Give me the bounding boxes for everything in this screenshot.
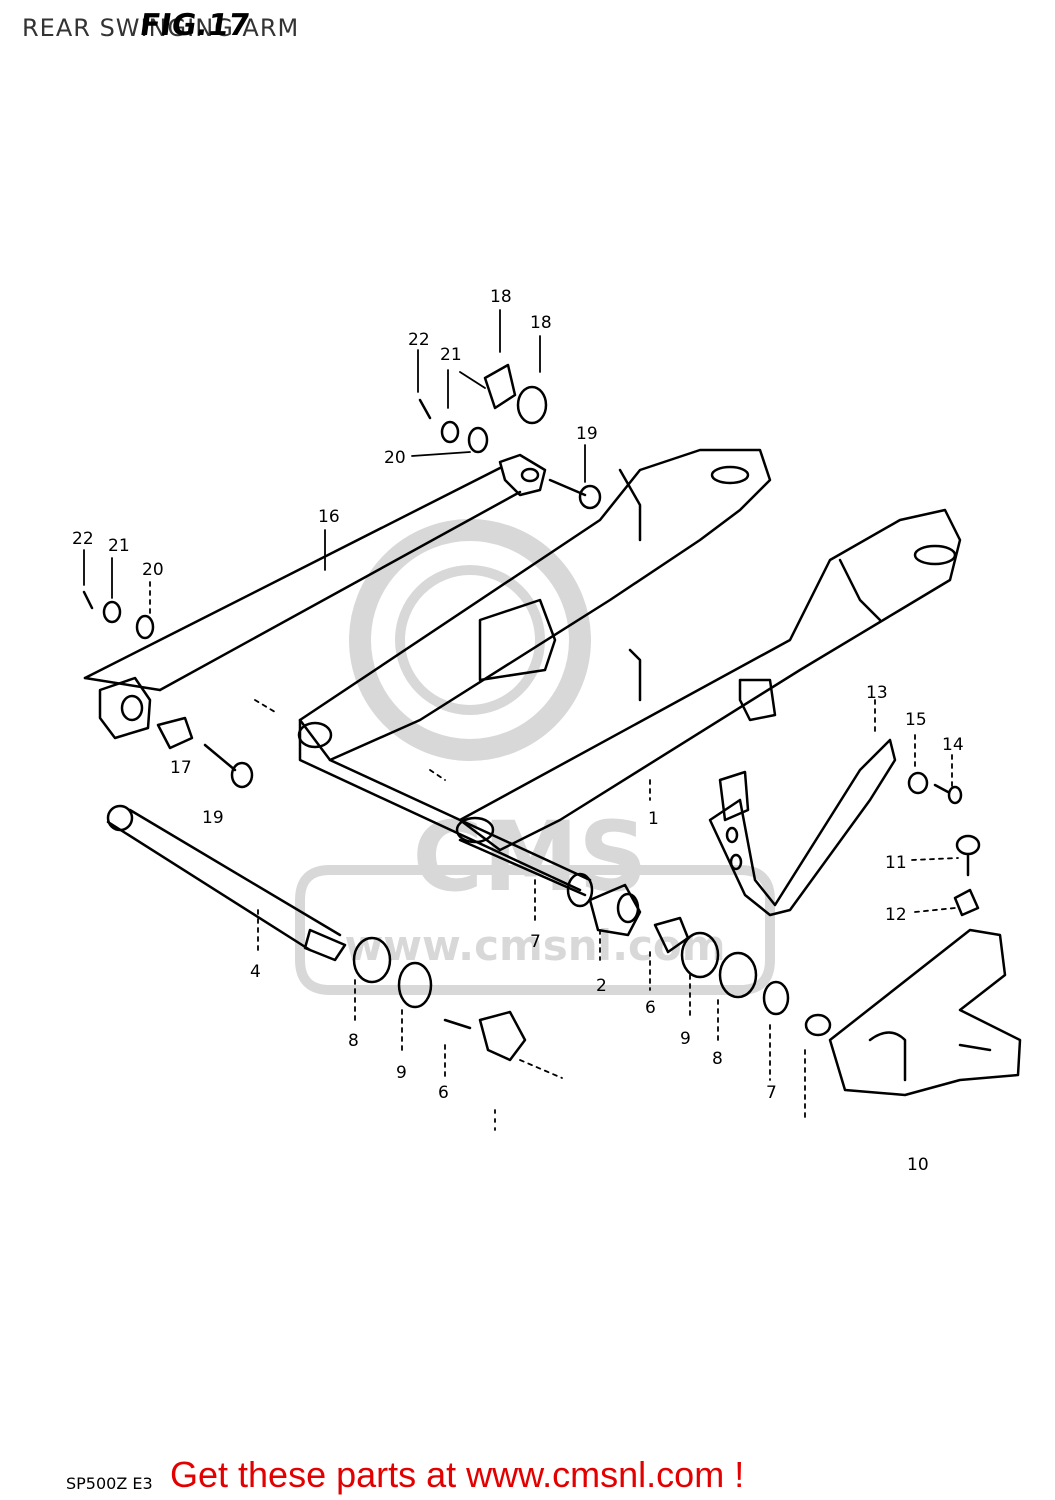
callout: 4 [250,962,261,982]
callout: 6 [438,1083,449,1103]
part-19-bolt [203,478,602,789]
part-17-bushing [98,676,194,750]
callout: 15 [905,710,927,730]
callout: 16 [318,507,340,527]
cms-watermark: CMS www.cmsnl.com [295,519,775,995]
callout-labels: 1 2 4 6 6 7 7 8 8 9 9 10 11 12 13 14 15 … [72,287,964,1175]
part-1-swing-arm [297,448,962,908]
callout: 22 [408,330,430,350]
part-16-tie-rod [83,453,547,692]
watermark-brand: CMS [412,801,647,913]
callout: 21 [108,536,130,556]
buy-parts-link[interactable]: Get these parts at www.cmsnl.com ! [170,1454,745,1495]
leader-lines [83,309,959,1131]
watermark-url: www.cmsnl.com [344,921,725,970]
left-washers [82,590,155,640]
callout: 18 [490,287,512,307]
callout: 7 [530,932,541,952]
callout: 12 [885,905,907,925]
callout: 13 [866,683,888,703]
callout: 6 [645,998,656,1018]
part-4-pivot-shaft [106,804,347,962]
callout: 10 [907,1155,929,1175]
small-fasteners [907,771,981,917]
callout: 7 [766,1083,777,1103]
page-title: REAR SWINGING ARM [22,14,300,42]
callout: 18 [530,313,552,333]
part-13-chain-case [708,738,897,917]
bushing-stack [352,883,790,1062]
callout: 20 [142,560,164,580]
callout: 8 [712,1049,723,1069]
callout: 8 [348,1031,359,1051]
callout: 17 [170,758,192,778]
callout: 20 [384,448,406,468]
callout: 2 [596,976,607,996]
callout: 19 [202,808,224,828]
callout: 11 [885,853,907,873]
callout: 1 [648,809,659,829]
drawing-code: SP500Z E3 [66,1474,153,1493]
callout: 9 [396,1063,407,1083]
callout: 14 [942,735,964,755]
upper-washers [418,363,548,454]
callout: 21 [440,345,462,365]
callout: 22 [72,529,94,549]
callout: 19 [576,424,598,444]
callout: 9 [680,1029,691,1049]
part-10-bracket [804,928,1022,1097]
